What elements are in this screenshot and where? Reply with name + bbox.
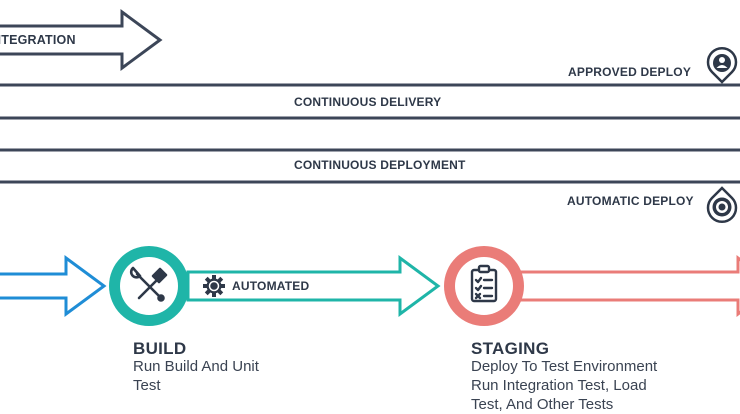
staging-title: STAGING [471, 339, 550, 358]
integration-arrow [0, 9, 163, 71]
blue-arrow [0, 255, 107, 317]
staging-desc-line: Run Integration Test, Load [471, 377, 647, 394]
user-pin-icon [706, 46, 738, 84]
build-description: Run Build And Unit Test [133, 357, 259, 395]
hammer-wrench-icon [129, 266, 168, 302]
build-desc-line: Test [133, 377, 161, 394]
staging-stage-icon [444, 246, 524, 326]
staging-description: Deploy To Test Environment Run Integrati… [471, 357, 657, 414]
teal-arrow [186, 255, 441, 317]
staging-desc-line: Test, And Other Tests [471, 396, 614, 413]
build-desc-line: Run Build And Unit [133, 358, 259, 375]
staging-desc-line: Deploy To Test Environment [471, 358, 658, 375]
automatic-deploy-label: AUTOMATIC DEPLOY [567, 194, 694, 208]
automated-label: AUTOMATED [232, 279, 310, 293]
gear-pin-icon [706, 186, 738, 224]
continuous-deployment-label: CONTINUOUS DEPLOYMENT [294, 158, 466, 172]
approved-deploy-label: APPROVED DEPLOY [568, 65, 692, 79]
build-title: BUILD [133, 339, 187, 358]
salmon-arrow [516, 255, 740, 317]
checklist-icon [470, 264, 498, 303]
build-stage-icon [109, 246, 189, 326]
integration-label: NTEGRATION [0, 33, 76, 47]
continuous-delivery-label: CONTINUOUS DELIVERY [294, 95, 442, 109]
gear-icon [203, 275, 225, 297]
